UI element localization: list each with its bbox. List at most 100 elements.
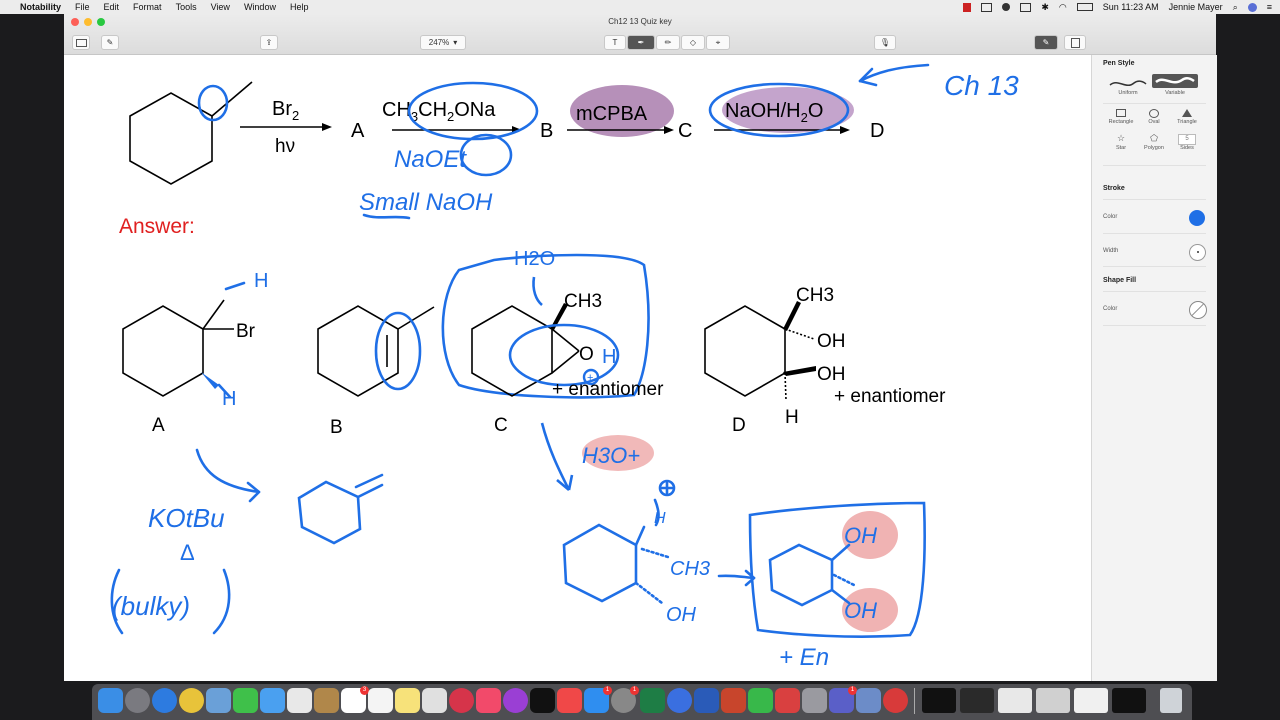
- menu-file[interactable]: File: [75, 2, 90, 12]
- eraser-tool-button[interactable]: ◇: [681, 35, 705, 50]
- reagent-mcpba: mCPBA: [576, 103, 648, 125]
- shape-triangle[interactable]: Triangle: [1172, 109, 1202, 133]
- shape-star[interactable]: ☆ Star: [1106, 134, 1136, 158]
- window-title: Ch12 13 Quiz key: [608, 17, 672, 26]
- pdf-icon[interactable]: [775, 688, 800, 713]
- menu-window[interactable]: Window: [243, 2, 276, 12]
- highlight-h3o: [582, 435, 654, 471]
- lasso-tool-button[interactable]: ⌖: [706, 35, 730, 50]
- excel-icon[interactable]: [640, 688, 665, 713]
- wifi-icon[interactable]: ◠: [1058, 1, 1067, 12]
- structure-C-o: O: [579, 344, 594, 365]
- notes-icon[interactable]: [395, 688, 420, 713]
- menu-format[interactable]: Format: [133, 2, 162, 12]
- notification-center-icon[interactable]: ≡: [1266, 2, 1272, 12]
- launchpad-icon[interactable]: [125, 688, 150, 713]
- app-store-icon[interactable]: 1: [584, 686, 612, 713]
- pen-tool-button[interactable]: ✒: [627, 35, 655, 50]
- compose-button[interactable]: ✎: [101, 35, 119, 50]
- polygon-sides-stepper[interactable]: 5 Sides: [1172, 134, 1202, 158]
- structure-D-oh1: OH: [817, 331, 846, 352]
- zoom-button[interactable]: [97, 18, 105, 26]
- dropbox-icon[interactable]: [981, 2, 993, 12]
- menu-tools[interactable]: Tools: [175, 2, 197, 12]
- music-icon[interactable]: [476, 688, 501, 713]
- preview-icon[interactable]: [206, 688, 231, 713]
- sides-value[interactable]: 5: [1178, 134, 1196, 145]
- search-icon[interactable]: ⌕: [1232, 1, 1238, 12]
- menu-help[interactable]: Help: [289, 2, 309, 12]
- bluetooth-icon[interactable]: ✱: [1041, 1, 1049, 12]
- chrome-icon[interactable]: [179, 688, 204, 713]
- contacts-icon[interactable]: [314, 688, 339, 713]
- divider: [1103, 325, 1206, 326]
- calendar-icon[interactable]: 3: [341, 686, 369, 713]
- menubar-clock[interactable]: Sun 11:23 AM: [1102, 2, 1159, 12]
- screenshot-icon[interactable]: [856, 688, 881, 713]
- dock-window-thumb-4[interactable]: [1036, 688, 1070, 713]
- messages-icon[interactable]: [260, 688, 285, 713]
- news-icon[interactable]: [557, 688, 582, 713]
- shape-rectangle[interactable]: Rectangle: [1106, 109, 1136, 133]
- music-alt-icon[interactable]: [449, 688, 474, 713]
- apple-tv-icon[interactable]: [530, 688, 555, 713]
- menubar-user[interactable]: Jennie Mayer: [1168, 2, 1223, 12]
- dock-window-thumb-2[interactable]: [960, 688, 994, 713]
- teams-icon[interactable]: 1: [829, 686, 857, 713]
- maps-icon[interactable]: [422, 688, 447, 713]
- menu-edit[interactable]: Edit: [103, 2, 120, 12]
- siri-icon[interactable]: [1247, 2, 1257, 12]
- shape-polygon[interactable]: ⬠ Polygon: [1139, 134, 1169, 158]
- star-icon: ☆: [1116, 133, 1126, 143]
- photos-icon[interactable]: [287, 688, 312, 713]
- highlighter-tool-button[interactable]: ✏: [656, 35, 680, 50]
- text-tool-button[interactable]: T: [604, 35, 626, 50]
- shape-oval[interactable]: Oval: [1139, 109, 1169, 133]
- pen-style-variable[interactable]: Variable: [1152, 74, 1198, 98]
- zoom-select[interactable]: 247%▾: [420, 35, 466, 50]
- sidebar-toggle-button[interactable]: [72, 35, 90, 50]
- ink-small-naoh: Small NaOH: [359, 189, 493, 216]
- app-menu[interactable]: Notability: [20, 2, 62, 12]
- structure-B-label: B: [330, 417, 343, 438]
- triangle-label: Triangle: [1177, 119, 1197, 125]
- battery-icon[interactable]: [1076, 3, 1093, 11]
- fill-color-none-swatch[interactable]: [1189, 301, 1207, 319]
- scanner-icon[interactable]: [802, 688, 827, 713]
- powerpoint-icon[interactable]: [721, 688, 746, 713]
- structure-D-oh2: OH: [817, 364, 846, 385]
- trash-icon[interactable]: [1160, 688, 1182, 713]
- structure-A-label: A: [152, 415, 165, 436]
- note-canvas[interactable]: Br2 hν A CH3CH2ONa B mCPBA C NaOH/H2O D: [64, 55, 1091, 681]
- close-button[interactable]: [71, 18, 79, 26]
- reminders-icon[interactable]: [368, 688, 393, 713]
- display-icon[interactable]: [1020, 2, 1032, 12]
- record-icon[interactable]: [963, 2, 972, 12]
- ink-C-epoxide-circle: [508, 323, 620, 387]
- notability-dock-icon[interactable]: [667, 688, 692, 713]
- dock-window-thumb-5[interactable]: [1074, 688, 1108, 713]
- facetime-icon[interactable]: [233, 688, 258, 713]
- dock-window-thumb-1[interactable]: [922, 688, 956, 713]
- share-button[interactable]: ⇪: [260, 35, 278, 50]
- music-app-icon[interactable]: [883, 688, 908, 713]
- status-icon[interactable]: [1002, 3, 1011, 11]
- stroke-color-swatch[interactable]: [1189, 210, 1205, 226]
- pen-icon: ✒: [637, 38, 645, 47]
- system-preferences-icon[interactable]: 1: [611, 686, 639, 713]
- camtasia-icon[interactable]: [748, 688, 773, 713]
- word-icon[interactable]: [694, 688, 719, 713]
- window-titlebar: Ch12 13 Quiz key ✎ ⇪ 247%▾ T ✒ ✏ ◇ ⌖ 🎙 ✎: [64, 14, 1216, 55]
- podcasts-icon[interactable]: [503, 688, 528, 713]
- pen-settings-button[interactable]: ✎: [1034, 35, 1058, 50]
- finder-icon[interactable]: [98, 688, 123, 713]
- dock-window-thumb-6[interactable]: [1112, 688, 1146, 713]
- microphone-button[interactable]: 🎙: [874, 35, 896, 50]
- pen-style-uniform[interactable]: Uniform: [1108, 77, 1148, 97]
- safari-icon[interactable]: [152, 688, 177, 713]
- stroke-width-picker[interactable]: [1189, 244, 1206, 261]
- dock-window-thumb-3[interactable]: [998, 688, 1032, 713]
- menu-view[interactable]: View: [210, 2, 230, 12]
- minimize-button[interactable]: [84, 18, 92, 26]
- pages-button[interactable]: [1064, 35, 1086, 50]
